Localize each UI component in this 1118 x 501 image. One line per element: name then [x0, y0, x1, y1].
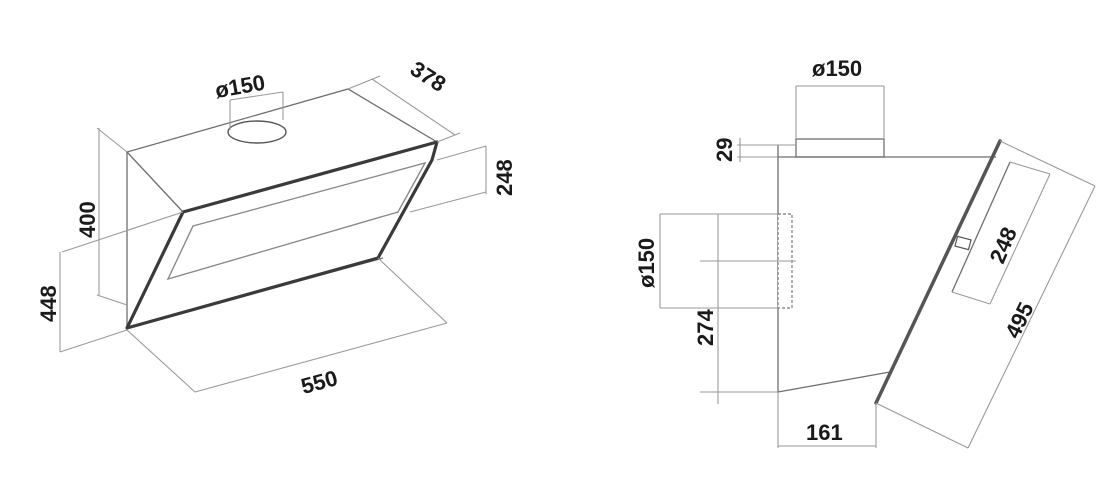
side-glass-panel	[874, 139, 1002, 405]
dim-line-width	[194, 322, 448, 393]
dim-ext	[96, 294, 128, 306]
dim-line-duct	[229, 91, 284, 101]
side-inner-panel	[951, 161, 1011, 293]
dim-ext	[436, 132, 461, 143]
dim-ext	[347, 75, 381, 90]
side-bottom-edge	[777, 371, 891, 393]
dim-ext	[377, 257, 448, 324]
label-diagonal-length: 495	[1000, 298, 1039, 342]
front-glass-panel	[125, 140, 439, 330]
duct-collar	[795, 138, 885, 158]
glass-outline	[125, 140, 439, 330]
label-outlet-height: 274	[693, 309, 718, 346]
label-width: 550	[298, 365, 340, 399]
label-lower-height: 448	[36, 285, 61, 322]
dim-ext	[96, 127, 128, 153]
label-duct-diameter-rear: ø150	[634, 238, 659, 288]
dim-line-glass-side	[989, 173, 1051, 305]
glass-inner-frame	[166, 161, 427, 281]
label-bottom-depth: 161	[806, 420, 843, 445]
hood-side-edge	[126, 151, 184, 213]
label-collar-height: 29	[712, 138, 737, 162]
dim-ext	[436, 145, 487, 161]
hood-top-edge	[126, 88, 438, 153]
duct-outlet-icon	[227, 120, 287, 144]
label-glass-height-side: 248	[985, 223, 1022, 267]
label-duct-diameter-top: ø150	[812, 56, 862, 81]
label-height-total: 400	[75, 201, 100, 238]
dim-ext	[999, 140, 1096, 187]
side-view: ø150 29 ø150 274 161 248 495	[634, 56, 1096, 449]
dim-ext	[61, 211, 184, 253]
dim-ext	[59, 329, 128, 353]
dim-ext	[875, 402, 969, 449]
dim-ext	[1009, 161, 1051, 175]
label-glass-height: 248	[492, 159, 517, 196]
front-view: ø150 378 400 448 248 550	[36, 56, 517, 399]
dim-ext	[126, 329, 196, 393]
dim-line-depth	[371, 78, 456, 136]
hinge-icon	[954, 235, 972, 251]
dim-ext	[409, 191, 487, 213]
label-duct-diameter: ø150	[213, 70, 267, 103]
dim-line-diagonal	[967, 185, 1096, 449]
dim-ext	[951, 291, 991, 305]
front-hood-body	[126, 88, 438, 329]
label-depth: 378	[406, 56, 450, 97]
